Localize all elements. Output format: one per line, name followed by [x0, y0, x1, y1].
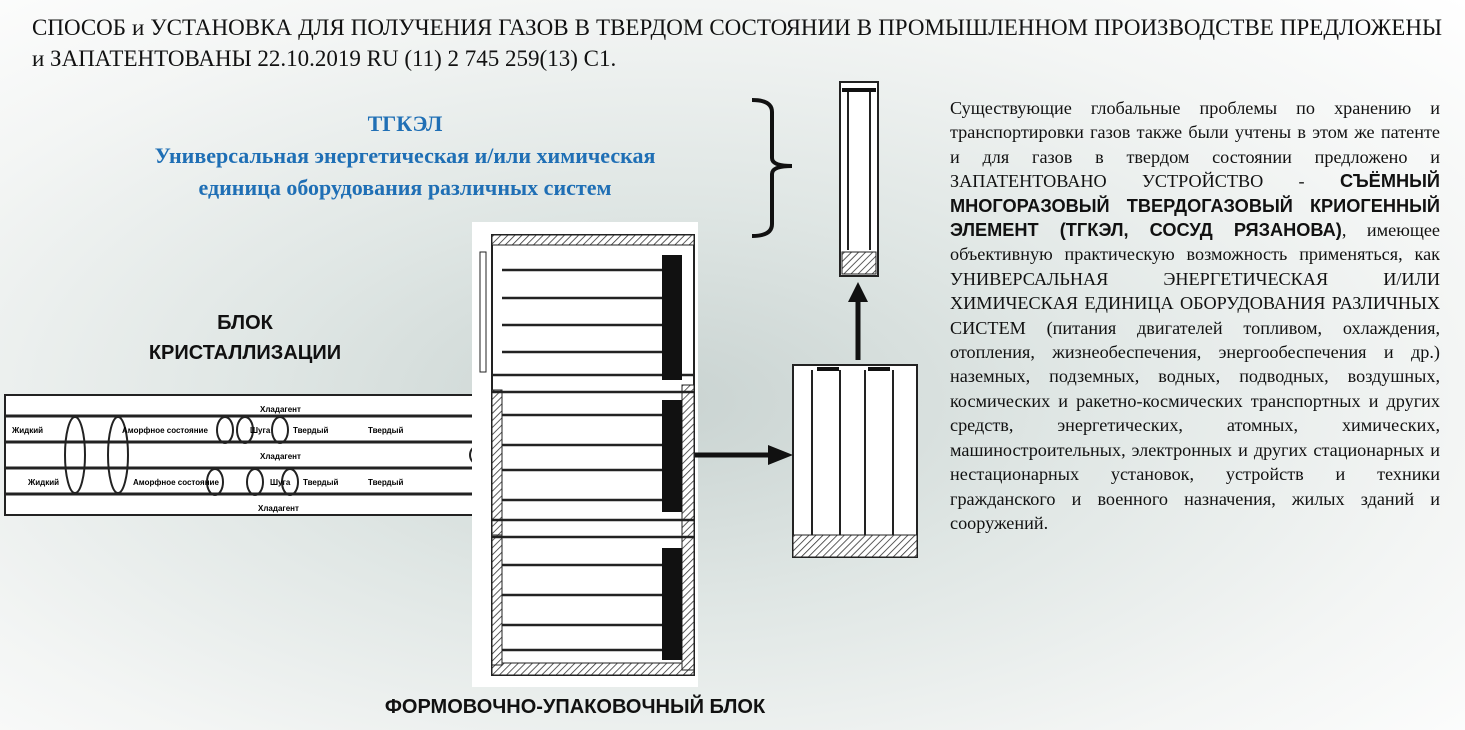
tgkel-line1: Универсальная энергетическая и/или химич…	[154, 143, 656, 168]
slide-title: СПОСОБ и УСТАНОВКА ДЛЯ ПОЛУЧЕНИЯ ГАЗОВ В…	[32, 15, 1442, 71]
solid-label-2: Твердый	[368, 426, 403, 435]
tgkel-line2: единица оборудования различных систем	[198, 175, 612, 200]
solid-label-1: Твердый	[293, 426, 328, 435]
description-text: Существующие глобальные проблемы по хран…	[950, 96, 1440, 535]
slush-label-2: Шуга	[270, 478, 291, 487]
coolant-label-3: Хладагент	[258, 504, 299, 513]
coolant-label-1: Хладагент	[260, 405, 301, 414]
forming-block-drawing	[472, 222, 698, 687]
slush-label-1: Шуга	[250, 426, 271, 435]
crystallization-line2: КРИСТАЛЛИЗАЦИИ	[148, 342, 342, 364]
crystallization-pipe: Хладагент Хладагент Хладагент Жидкий Жид…	[4, 394, 491, 516]
crystallization-line1: БЛОК	[217, 312, 273, 334]
liquid-label-2: Жидкий	[27, 478, 59, 487]
coolant-label-2: Хладагент	[260, 452, 301, 461]
description-bold: СЪЁМНЫЙ МНОГОРАЗОВЫЙ ТВЕРДОГАЗОВЫЙ КРИОГ…	[950, 171, 1440, 241]
cartridge-element-drawing	[792, 364, 918, 558]
description-part1: Существующие глобальные проблемы по хран…	[950, 98, 1440, 192]
solid-label-3: Твердый	[303, 478, 338, 487]
forming-block-label: ФОРМОВОЧНО-УПАКОВОЧНЫЙ БЛОК	[384, 696, 766, 718]
bracket	[751, 98, 793, 238]
tgkel-abbr: ТГКЭЛ	[367, 111, 443, 136]
amorphous-label-1: Аморфное состояние	[122, 426, 208, 435]
solid-label-4: Твердый	[368, 478, 403, 487]
description-part2: , имеющее объективную практическую возмо…	[950, 220, 1440, 533]
amorphous-label-2: Аморфное состояние	[133, 478, 219, 487]
crystallization-block-label: БЛОК КРИСТАЛЛИЗАЦИИ	[100, 308, 390, 368]
arrow-up-icon	[848, 282, 868, 360]
arrow-right-icon	[695, 445, 793, 465]
liquid-label-1: Жидкий	[11, 426, 43, 435]
tgkel-element-drawing	[839, 81, 879, 277]
tgkel-heading: ТГКЭЛ Универсальная энергетическая и/или…	[80, 108, 730, 204]
